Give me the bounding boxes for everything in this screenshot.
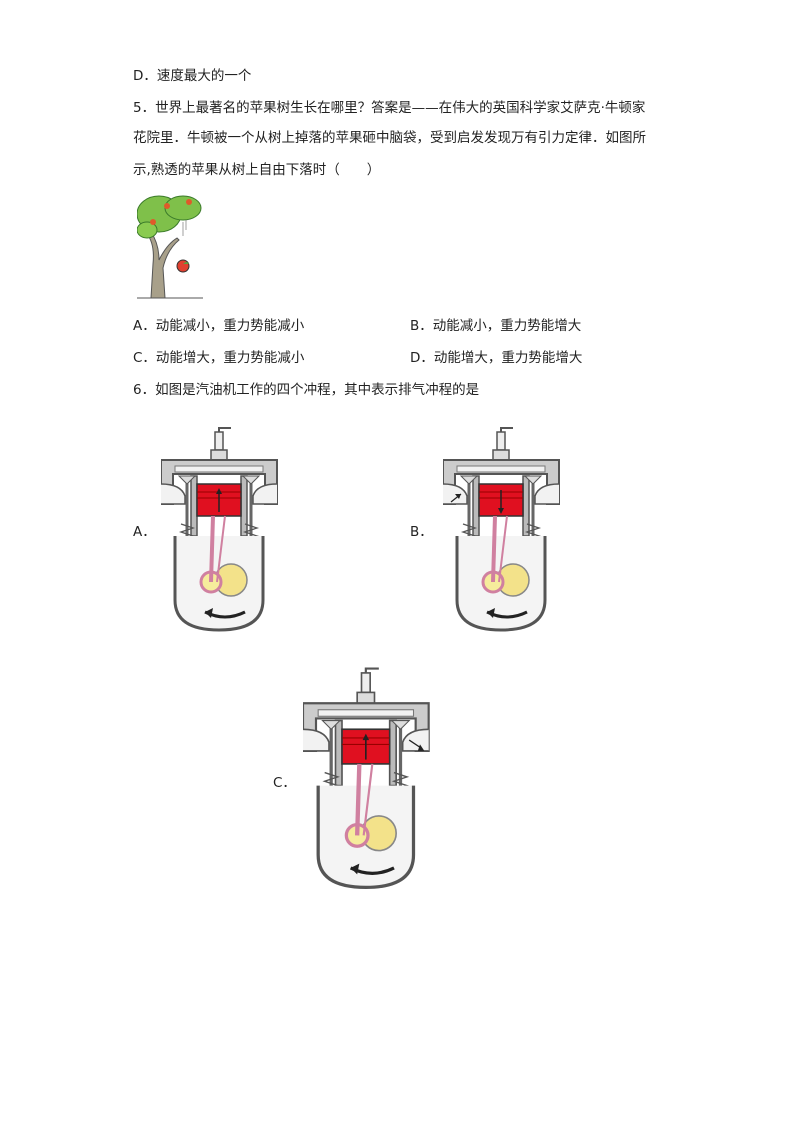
q4-option-d: D．速度最大的一个 [133, 68, 252, 84]
q5-option-b: B．动能减小，重力势能增大 [410, 318, 582, 334]
q5-stem-line3: 示,熟透的苹果从树上自由下落时（ ） [133, 162, 381, 178]
q6-stem: 6．如图是汽油机工作的四个冲程，其中表示排气冲程的是 [133, 382, 480, 398]
figure-c-label: C． [273, 775, 296, 791]
figure-a-label: A． [133, 524, 156, 540]
q5-option-a: A．动能减小，重力势能减小 [133, 318, 305, 334]
q5-stem-line1: 5．世界上最著名的苹果树生长在哪里？答案是——在伟大的英国科学家艾萨克·牛顿家 [133, 100, 646, 116]
q5-stem-line2: 花院里．牛顿被一个从树上掉落的苹果砸中脑袋，受到启发发现万有引力定律．如图所 [133, 130, 646, 146]
figure-b-label: B． [410, 524, 433, 540]
q5-option-c: C．动能增大，重力势能减小 [133, 350, 305, 366]
apple-tree-figure [137, 194, 203, 300]
engine-figure-c [303, 664, 433, 892]
engine-figure-a [161, 426, 279, 632]
q5-option-d: D．动能增大，重力势能增大 [410, 350, 583, 366]
engine-figure-b [443, 426, 561, 632]
